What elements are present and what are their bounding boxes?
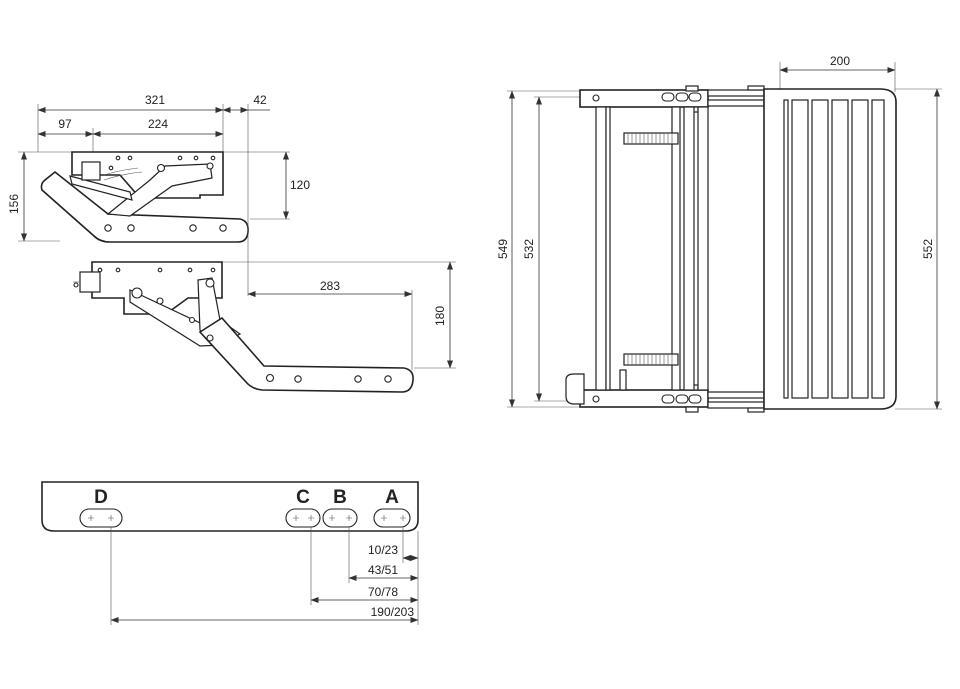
dim-283-label: 283 <box>320 279 340 293</box>
dim-120-label: 120 <box>290 178 310 192</box>
dim-43-51-label: 43/51 <box>368 563 398 577</box>
dimension-labels: 321 42 97 224 156 120 283 180 200 549 53… <box>7 54 935 619</box>
dim-549-label: 549 <box>496 239 510 259</box>
dim-532-label: 532 <box>522 239 536 259</box>
slot-b <box>322 508 358 528</box>
dim-10-23-label: 10/23 <box>368 543 398 557</box>
dim-97-label: 97 <box>58 117 72 131</box>
top-view <box>507 62 942 413</box>
dim-156-label: 156 <box>7 194 21 214</box>
slot-c <box>285 508 321 528</box>
mounting-plate <box>41 481 419 625</box>
dim-552-label: 552 <box>921 239 935 259</box>
lower-spring <box>623 353 679 366</box>
side-view-retracted <box>18 104 290 243</box>
slot-letter-a: A <box>385 487 399 508</box>
dim-180-label: 180 <box>433 306 447 326</box>
slot-letter-c: C <box>296 487 310 508</box>
side-view-extended <box>73 222 456 393</box>
slot-a <box>373 508 411 528</box>
dim-42-label: 42 <box>253 93 267 107</box>
slot-letter-d: D <box>94 487 108 508</box>
dim-70-78-label: 70/78 <box>368 585 398 599</box>
dim-200-label: 200 <box>830 54 850 68</box>
upper-spring <box>623 132 679 145</box>
dim-224-label: 224 <box>148 117 168 131</box>
slot-letter-b: B <box>333 487 347 508</box>
dim-321-label: 321 <box>145 93 165 107</box>
dim-190-203-label: 190/203 <box>371 605 415 619</box>
slot-d <box>79 508 123 528</box>
